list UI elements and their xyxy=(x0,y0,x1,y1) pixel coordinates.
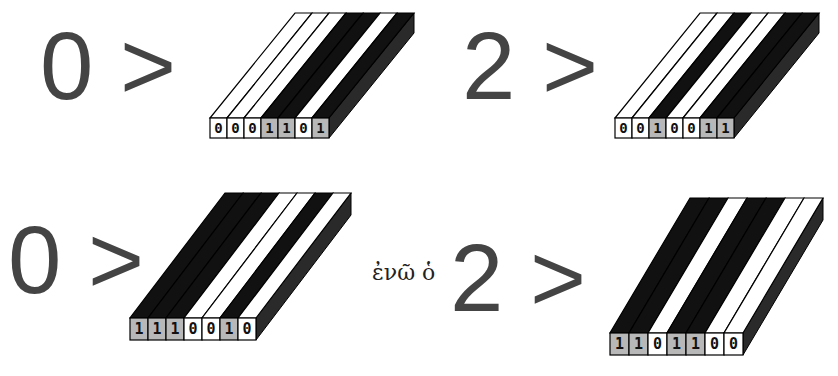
bar-stripe xyxy=(717,13,819,118)
bit-digit: 1 xyxy=(701,120,716,136)
bar-stripe xyxy=(724,198,823,333)
bit-cell xyxy=(667,333,686,355)
digit-label: 0 > xyxy=(40,18,176,114)
bit-cell xyxy=(166,318,184,340)
bit-cell xyxy=(648,333,667,355)
bit-digit: 1 xyxy=(262,120,277,136)
bit-cell xyxy=(238,318,256,340)
bit-cell xyxy=(244,118,261,138)
bit-digit: 1 xyxy=(313,120,328,136)
bit-digit: 1 xyxy=(630,335,647,353)
bit-cell xyxy=(130,318,148,340)
bit-digit: 0 xyxy=(203,320,219,338)
bit-cell xyxy=(686,333,705,355)
bit-digit: 0 xyxy=(211,120,226,136)
bit-digit: 0 xyxy=(239,320,255,338)
digit-label: 2 > xyxy=(450,230,586,326)
bar-stripe xyxy=(238,193,351,318)
bit-cell xyxy=(202,318,220,340)
bit-cell xyxy=(632,118,649,138)
bit-cell xyxy=(615,118,632,138)
bit-digit: 1 xyxy=(149,320,165,338)
bit-cell xyxy=(649,118,666,138)
bit-digit: 1 xyxy=(668,335,685,353)
barcode-slab xyxy=(210,13,414,138)
bit-cell xyxy=(295,118,312,138)
bit-cell xyxy=(261,118,278,138)
bit-digit: 0 xyxy=(649,335,666,353)
bit-cell xyxy=(220,318,238,340)
bit-digit: 1 xyxy=(687,335,704,353)
bit-digit: 1 xyxy=(167,320,183,338)
bit-cell xyxy=(666,118,683,138)
bit-digit: 0 xyxy=(667,120,682,136)
bit-cell xyxy=(227,118,244,138)
bit-digit: 0 xyxy=(185,320,201,338)
bit-cell xyxy=(705,333,724,355)
bit-cell xyxy=(683,118,700,138)
bit-digit: 1 xyxy=(718,120,733,136)
bit-cell xyxy=(717,118,734,138)
bar-stripe xyxy=(700,13,802,118)
bit-digit: 1 xyxy=(279,120,294,136)
bit-cell xyxy=(629,333,648,355)
bit-cell xyxy=(148,318,166,340)
bit-cell xyxy=(184,318,202,340)
bar-stripe xyxy=(312,13,414,118)
bar-stripe xyxy=(295,13,397,118)
bit-digit: 0 xyxy=(616,120,631,136)
digit-label: 0 > xyxy=(8,212,144,308)
digit-label: 2 > xyxy=(462,18,598,114)
barcode-slab xyxy=(130,193,351,340)
bit-cell xyxy=(312,118,329,138)
bit-digit: 0 xyxy=(245,120,260,136)
bit-cell xyxy=(610,333,629,355)
bit-cell xyxy=(724,333,743,355)
bit-cell xyxy=(700,118,717,138)
bit-digit: 1 xyxy=(221,320,237,338)
bit-digit: 0 xyxy=(684,120,699,136)
bit-digit: 1 xyxy=(131,320,147,338)
bit-cell xyxy=(210,118,227,138)
bar-stripe xyxy=(220,193,333,318)
barcode-slab xyxy=(615,13,819,138)
barcode-slab xyxy=(610,198,823,355)
caption-word: ἐνῶ ὁ xyxy=(372,262,435,284)
bit-digit: 0 xyxy=(296,120,311,136)
bit-digit: 1 xyxy=(611,335,628,353)
bit-cell xyxy=(278,118,295,138)
bit-digit: 0 xyxy=(706,335,723,353)
bit-digit: 0 xyxy=(633,120,648,136)
bit-digit: 0 xyxy=(228,120,243,136)
bit-digit: 0 xyxy=(725,335,742,353)
bit-digit: 1 xyxy=(650,120,665,136)
